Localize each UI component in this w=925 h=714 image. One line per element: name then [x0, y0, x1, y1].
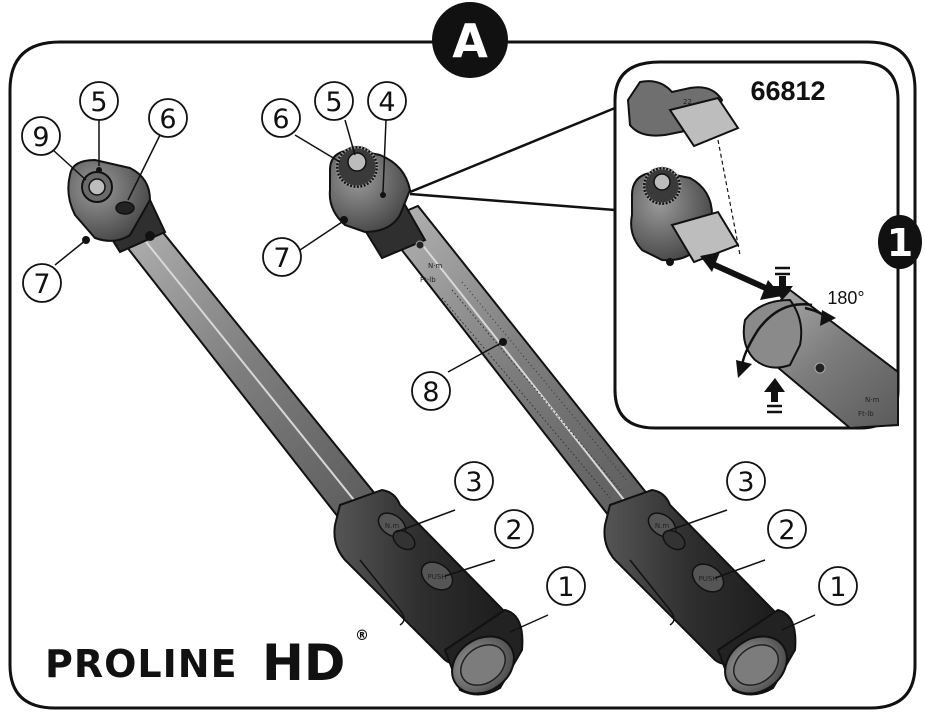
product-code: 66812 [750, 76, 825, 106]
callout-label: 6 [272, 104, 289, 135]
inset-detail: 66812 22 N·m Ft-lb [409, 60, 922, 430]
inset-rotation-arrow [736, 303, 836, 378]
callout-left-3: 3 [454, 461, 494, 501]
callout-right-7: 7 [262, 237, 302, 277]
callout-right-2: 2 [767, 509, 807, 549]
inset-head [630, 166, 740, 266]
inset-double-arrow [700, 252, 782, 300]
callout-right-6: 6 [261, 98, 301, 138]
callout-label: 2 [505, 515, 522, 546]
left-adjust-knob [443, 608, 524, 696]
left-wrench: N.m PUSH [67, 158, 524, 696]
right-push-button-label: PUSH [698, 575, 717, 583]
inset-scale-ftlb: Ft-lb [858, 410, 874, 418]
callout-label: 7 [273, 243, 290, 274]
callout-left-1: 1 [546, 566, 586, 606]
callout-label: 4 [378, 87, 395, 118]
inset-collar: N·m Ft-lb [742, 288, 899, 430]
callout-right-3: 3 [726, 461, 766, 501]
callout-label: 9 [32, 122, 49, 153]
right-release-button [347, 152, 367, 172]
brand-logo: PROLINE HD ® [45, 628, 369, 692]
right-lock-pin [380, 192, 386, 198]
rotation-angle: 180° [827, 288, 864, 308]
callout-label: 3 [737, 467, 754, 498]
callout-left-5: 5 [79, 81, 119, 121]
left-settings-button [392, 529, 416, 551]
crowfoot-size: 22 [683, 98, 692, 106]
callout-label: 5 [325, 87, 342, 118]
brand-name-part1: PROLINE [45, 642, 238, 686]
right-adjust-knob [716, 608, 797, 696]
callout-right-4: 4 [367, 81, 407, 121]
panel-frame [8, 40, 917, 710]
callout-left-9: 9 [21, 116, 61, 156]
callout-label: 2 [778, 515, 795, 546]
left-reverse-lever [115, 201, 135, 215]
callout-left-6: 6 [148, 98, 188, 138]
leader-lines [52, 119, 816, 633]
callout-label: 5 [90, 87, 107, 118]
callout-left-7: 7 [22, 263, 62, 303]
right-scale-nm: N·m [428, 262, 442, 270]
left-push-button [420, 561, 454, 591]
callout-right-8: 8 [411, 371, 451, 411]
right-wrench: N·m Ft-lb N.m PUSH [328, 145, 797, 696]
right-unit-button-label: N.m [655, 522, 669, 530]
inset-press-arrow-top [772, 266, 793, 300]
inset-scale-nm: N·m [865, 396, 879, 404]
left-unit-button-label: N.m [385, 522, 399, 530]
right-settings-button [662, 529, 686, 551]
callout-label: 3 [465, 467, 482, 498]
callout-label: 1 [829, 572, 846, 603]
step-badge: 1 [878, 215, 922, 269]
callout-label: 8 [422, 377, 439, 408]
right-scale-ftlb: Ft-lb [420, 276, 436, 284]
inset-press-arrow-bottom [764, 378, 785, 414]
right-torque-scale [441, 281, 629, 499]
callout-label: 1 [557, 572, 574, 603]
callout-label: 6 [159, 104, 176, 135]
callout-right-5: 5 [314, 81, 354, 121]
left-push-button-label: PUSH [427, 573, 446, 581]
callout-left-2: 2 [494, 509, 534, 549]
right-push-button [691, 563, 725, 593]
brand-registered-mark: ® [355, 628, 369, 644]
left-shaft [110, 212, 382, 524]
inset-crowfoot-adapter: 22 [626, 80, 740, 148]
panel-label: A [452, 14, 488, 68]
brand-name-part2: HD [262, 634, 345, 692]
callout-label: 7 [33, 269, 50, 300]
step-badge-label: 1 [887, 221, 913, 265]
panel-badge: A [432, 2, 508, 78]
callout-right-1: 1 [818, 566, 858, 606]
